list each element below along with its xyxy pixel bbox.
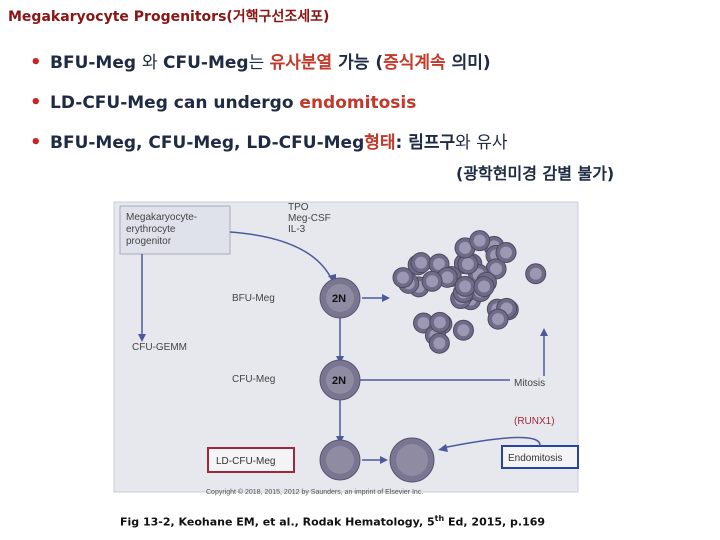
bullet-subnote: (광학현미경 감별 불가) — [456, 164, 615, 183]
bullet-item: BFU-Meg, CFU-Meg, LD-CFU-Meg형태: 림프구와 유사 — [30, 132, 508, 154]
bullet-item: BFU-Meg 와 CFU-Meg는 유사분열 가능 (증식계속 의미) — [30, 52, 508, 74]
arrow-progenitor-to-bfu — [229, 231, 333, 281]
bullet-text-part: 의미) — [451, 53, 491, 73]
figure-caption: Fig 13-2, Keohane EM, et al., Rodak Hema… — [120, 514, 545, 529]
bullet-item: LD-CFU-Meg can undergo endomitosis — [30, 92, 508, 114]
bullet-text-part: 증식계속 — [383, 53, 452, 73]
cfu-meg-label: CFU-Meg — [232, 374, 275, 385]
bullet-text-part: BFU-Meg, CFU-Meg, LD-CFU-Meg — [50, 133, 365, 153]
page-title: Megakaryocyte Progenitors(거핵구선조세포) — [8, 9, 330, 25]
bullet-text-part: 형태 — [364, 133, 396, 153]
ploidy-cfu: 2N — [332, 375, 346, 387]
bullet-text-part: LD-CFU-Meg can undergo — [50, 93, 300, 113]
caption-end: Ed, 2015, p.169 — [444, 515, 546, 529]
copyright-text: Copyright © 2018, 2015, 2012 by Saunders… — [206, 488, 423, 496]
bullet-text-part: CFU-Meg — [163, 53, 249, 73]
mitosis-label: Mitosis — [514, 378, 545, 389]
caption-sup: th — [434, 514, 445, 523]
ld-cfu-meg-box — [207, 447, 295, 473]
bullet-text-part: endomitosis — [299, 93, 417, 113]
bfu-meg-label: BFU-Meg — [232, 293, 275, 304]
bullet-text-part: BFU-Meg — [50, 53, 142, 73]
ploidy-bfu: 2N — [332, 293, 346, 305]
bullet-text-part: 가능 ( — [338, 53, 384, 73]
bullet-text-part: : 림프구 — [395, 133, 456, 153]
bullet-text-part: 와 유사 — [455, 133, 508, 153]
bullet-text-part: 는 — [248, 53, 270, 73]
cfu-gemm-label: CFU-GEMM — [132, 342, 187, 353]
runx1-label: (RUNX1) — [514, 416, 555, 427]
caption-main: Fig 13-2, Keohane EM, et al., Rodak Hema… — [120, 515, 435, 529]
colony-cluster — [392, 230, 547, 354]
progenitor-box — [119, 205, 231, 255]
ld-cfu-meg-label: LD-CFU-Meg — [216, 456, 275, 467]
bullet-text-part: 와 — [141, 53, 164, 73]
endomitosis-loop — [441, 436, 541, 449]
bullet-list: BFU-Meg 와 CFU-Meg는 유사분열 가능 (증식계속 의미) LD-… — [30, 52, 508, 172]
bullet-text-part: 유사분열 — [269, 53, 339, 73]
endomitosis-label: Endomitosis — [508, 453, 562, 464]
